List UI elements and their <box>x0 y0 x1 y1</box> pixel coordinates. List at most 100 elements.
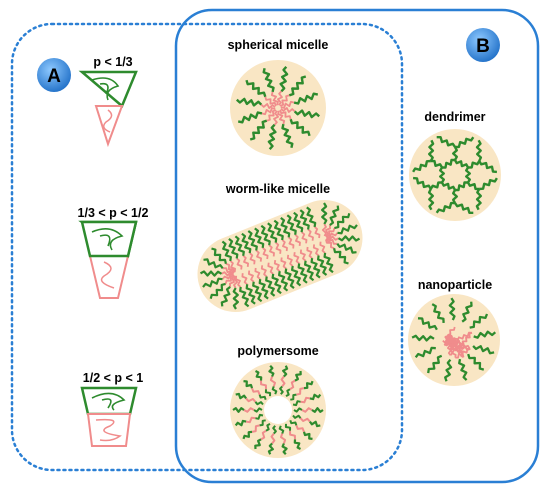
polymer-chain <box>243 380 254 389</box>
structure-label-worm-like-micelle: worm-like micelle <box>225 182 330 196</box>
polymer-chain <box>333 247 349 265</box>
polymer-chain <box>307 228 314 241</box>
nanoparticle-illustration <box>408 294 500 386</box>
polymer-chain <box>321 202 328 225</box>
polymer-chain <box>299 249 307 262</box>
panel-b-badge: B <box>466 28 500 62</box>
polymer-chain <box>265 276 276 297</box>
polymer-chain <box>473 330 497 339</box>
polymer-chain <box>411 334 435 342</box>
polymer-chain <box>478 160 497 174</box>
polymer-chain <box>456 338 462 347</box>
polymer-chain <box>241 273 248 286</box>
polymer-chain <box>447 326 456 337</box>
structure-label-dendrimer: dendrimer <box>424 110 485 124</box>
polymer-chain <box>209 282 226 299</box>
polymer-chain <box>289 430 296 440</box>
polymer-chain <box>281 443 288 456</box>
polymer-chain <box>235 97 263 107</box>
dendrimer-illustration <box>409 129 501 221</box>
polymer-chain <box>475 188 482 211</box>
polymer-chain <box>228 238 239 259</box>
polymer-chain <box>232 287 239 310</box>
structure-label-nanoparticle: nanoparticle <box>418 278 492 292</box>
polymer-chain <box>251 424 260 433</box>
polymer-chain <box>293 439 302 450</box>
spherical-micelle-illustration <box>230 60 326 156</box>
polymer-chain <box>211 247 227 265</box>
polymer-chain <box>272 425 277 435</box>
polymer-chain <box>280 433 287 444</box>
polymer-chain <box>279 94 290 107</box>
polymer-chain <box>266 109 277 122</box>
polymer-chain <box>275 241 282 254</box>
polymer-chain <box>233 275 239 289</box>
polymer-chain <box>329 205 340 226</box>
polymer-chain <box>461 301 473 323</box>
polymer-chain <box>260 429 267 441</box>
polymer-chain <box>460 331 473 347</box>
polymer-chain <box>253 407 263 413</box>
polymer-chain <box>295 425 305 433</box>
polymer-chain <box>413 176 432 190</box>
polymer-chain <box>278 271 289 292</box>
structure-label-spherical-micelle: spherical micelle <box>228 38 329 52</box>
polymer-chain <box>292 414 302 419</box>
polymer-chain <box>280 100 295 109</box>
polymer-chain <box>288 236 295 249</box>
polymer-chain <box>279 109 292 120</box>
worm-body <box>197 200 363 312</box>
polymer-chain <box>299 417 311 423</box>
polymer-chain <box>221 273 234 280</box>
polymer-chain <box>412 159 431 173</box>
polymer-chain <box>229 275 236 287</box>
polymer-chain <box>268 244 275 257</box>
polymer-chain <box>454 202 474 214</box>
polymer-chain <box>296 387 305 396</box>
polymer-chain <box>264 96 277 107</box>
polymer-chain <box>278 425 285 434</box>
polymer-chain <box>267 222 278 243</box>
polymer-chain <box>280 217 291 238</box>
polymer-chain <box>291 265 302 287</box>
polymer-chain <box>294 234 301 247</box>
polymer-chain <box>284 423 292 431</box>
polymer-chain <box>203 258 224 269</box>
polymer-chain <box>249 252 256 265</box>
polymer-chain <box>299 209 310 230</box>
polymer-chain <box>229 260 236 273</box>
polymer-chain <box>267 442 274 455</box>
condition-label-1: p < 1/3 <box>93 55 132 69</box>
polymer-chain <box>270 91 279 106</box>
polymer-chain <box>239 286 250 308</box>
polymer-chain <box>273 219 284 241</box>
polymer-chain <box>267 262 274 275</box>
polymer-chain <box>286 214 297 235</box>
polymer-chain <box>232 407 245 413</box>
polymer-chain <box>321 223 327 237</box>
polymer-chain <box>337 224 358 235</box>
polymer-chain <box>254 227 265 249</box>
polymer-chain <box>248 270 255 283</box>
polymer-chain <box>293 252 300 265</box>
condition-label-3: 1/2 < p < 1 <box>83 371 144 385</box>
polymer-chain <box>221 271 234 277</box>
polymer-chain <box>293 211 304 233</box>
polymer-chain <box>467 160 481 169</box>
polymer-chain <box>312 244 320 257</box>
polymer-chain <box>429 181 443 190</box>
polymer-chain <box>309 393 322 401</box>
polymer-chain <box>337 235 361 242</box>
polymer-chain <box>288 75 307 97</box>
polymer-chain <box>314 226 321 239</box>
polymer-chain <box>294 370 302 382</box>
polymer-chain <box>237 111 263 124</box>
polymer-chain <box>303 380 314 390</box>
polymer-chain <box>260 224 271 246</box>
polymer-chain <box>427 188 435 211</box>
panel-a-badge-label: A <box>47 66 61 87</box>
polymer-chain <box>235 392 247 400</box>
polymer-chain <box>453 159 470 169</box>
polymer-chain <box>306 206 317 228</box>
